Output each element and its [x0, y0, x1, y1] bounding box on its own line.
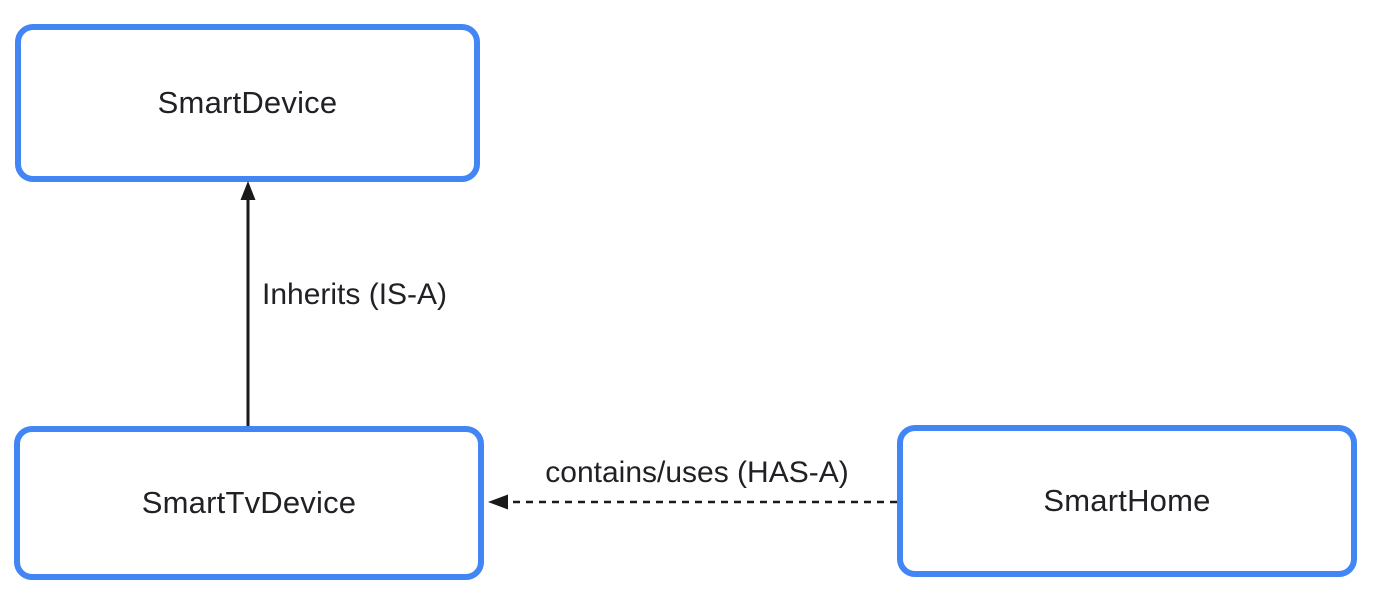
node-smart-home-label: SmartHome — [1043, 483, 1211, 518]
composition-arrow — [488, 494, 897, 510]
node-smart-tv-device-label: SmartTvDevice — [141, 485, 357, 520]
edge-label-contains-uses: contains/uses (HAS-A) — [545, 456, 849, 489]
node-smart-tv-device: SmartTvDevice — [14, 426, 484, 580]
node-smart-device-label: SmartDevice — [157, 85, 338, 120]
arrowhead-up-icon — [240, 181, 256, 200]
inheritance-arrow — [240, 181, 256, 426]
node-smart-device: SmartDevice — [15, 24, 480, 182]
node-smart-home: SmartHome — [897, 425, 1357, 577]
edge-label-inherits: Inherits (IS-A) — [262, 278, 448, 311]
arrowhead-left-icon — [488, 494, 508, 510]
